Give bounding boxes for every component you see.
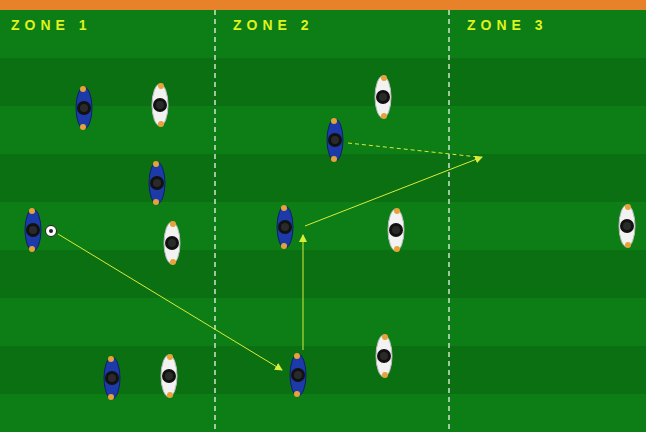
zone-label: ZONE 1 xyxy=(11,17,92,33)
zone-label: ZONE 3 xyxy=(467,17,548,33)
zone-label: ZONE 2 xyxy=(233,17,314,33)
